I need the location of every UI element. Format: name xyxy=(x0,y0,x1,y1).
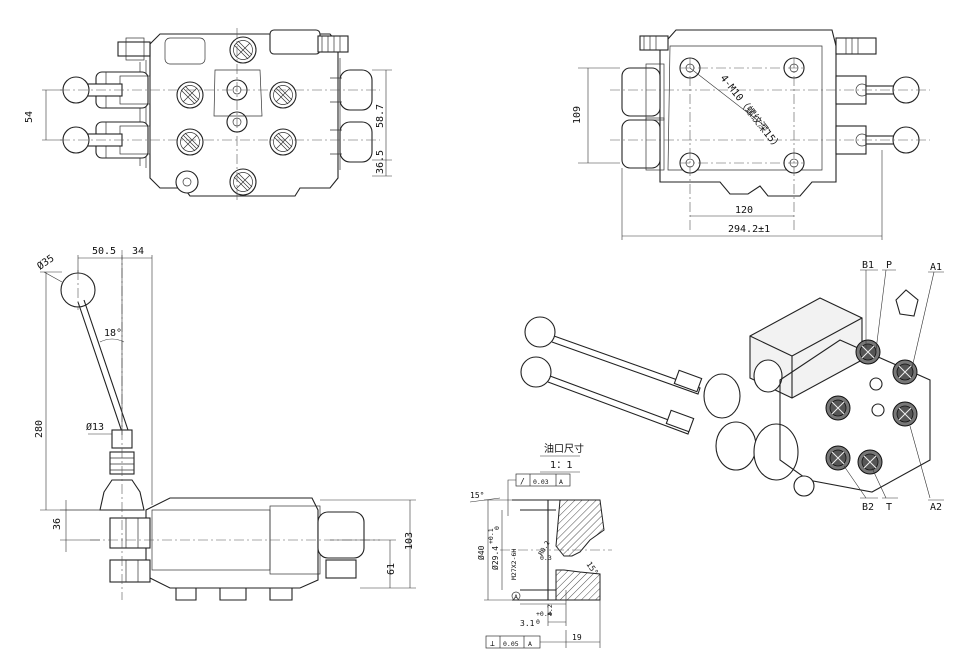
dim-19: 19 xyxy=(572,633,582,642)
label-a2: A2 xyxy=(930,502,942,513)
dim-120: 120 xyxy=(735,205,753,216)
tol-bottom-ref: A xyxy=(528,640,532,648)
dim-50-5: 50.5 xyxy=(92,246,116,257)
top-view: 54 58.7 36.5 xyxy=(24,28,392,200)
dim-61: 61 xyxy=(386,563,397,575)
side-view: 50.5 34 Ø35 18° 280 Ø13 36 103 61 xyxy=(34,246,416,601)
dim-phi29: Ø29.4 xyxy=(490,546,500,570)
dim-58-7: 58.7 xyxy=(375,104,386,128)
tol-bottom-symbol: ⊥ xyxy=(490,639,495,648)
tol-bottom-value: 0.05 xyxy=(503,640,519,648)
dim-phi13: Ø13 xyxy=(86,421,104,433)
port-detail: 油口尺寸 1：1 / 0.03 A Ø40 Ø29.4 +0.1 0 M27X2… xyxy=(469,442,612,649)
label-b1: B1 xyxy=(862,260,874,271)
dim-34: 34 xyxy=(132,246,144,257)
dim-103: 103 xyxy=(404,532,415,550)
label-a1: A1 xyxy=(930,262,942,273)
dim-280: 280 xyxy=(34,420,45,438)
tol-3-1-lower: 0 xyxy=(536,618,540,626)
mount-hole-note: 4-M10（螺纹深15） xyxy=(718,72,785,153)
label-b2: B2 xyxy=(862,502,874,513)
dim-phi40: Ø40 xyxy=(476,545,486,560)
dim-3-1: 3.1 xyxy=(520,619,535,628)
tol-3-1-upper: +0.4 xyxy=(536,610,552,618)
tol-phi29-lower: 0 xyxy=(493,526,501,530)
tol-top-value: 0.03 xyxy=(533,478,549,486)
dim-36: 36 xyxy=(52,518,63,530)
tol-top-ref: A xyxy=(559,478,563,486)
dim-phi35: Ø35 xyxy=(35,252,57,272)
datum-marker: A xyxy=(514,593,518,601)
port-detail-scale: 1：1 xyxy=(550,460,573,471)
dim-109: 109 xyxy=(572,106,583,124)
dim-36-5: 36.5 xyxy=(375,150,386,174)
dim-15deg: 15° xyxy=(470,491,484,500)
port-detail-title: 油口尺寸 xyxy=(544,442,584,455)
label-p: P xyxy=(886,260,892,271)
dim-0-3: 0.3 xyxy=(540,554,552,562)
back-view: 4-M10（螺纹深15） 109 120 294.2±1 xyxy=(572,29,930,240)
iso-view: B1 P A1 B2 T A2 xyxy=(520,260,944,513)
label-t: T xyxy=(886,502,892,513)
dim-3-2: 3.2 xyxy=(546,604,554,616)
tol-top-symbol: / xyxy=(520,477,525,486)
dim-294: 294.2±1 xyxy=(728,224,770,235)
dim-18deg: 18° xyxy=(104,328,122,339)
thread-spec: M27X2-6H xyxy=(510,549,518,580)
tol-phi29-upper: +0.1 xyxy=(487,528,495,544)
dim-54: 54 xyxy=(24,111,35,123)
